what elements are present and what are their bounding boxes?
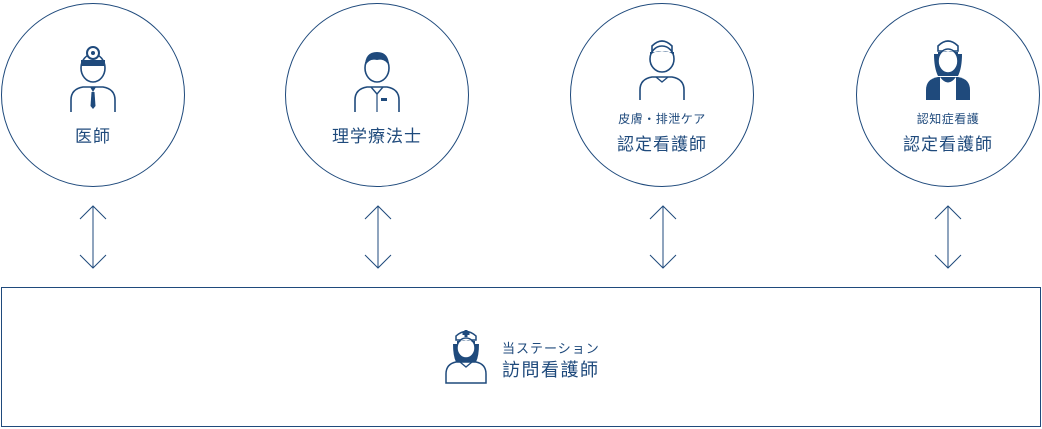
dementia-nurse-icon [926,40,970,100]
partner-node-physical-therapist: 理学療法士 [285,3,469,187]
partner-node-doctor: 医師 [1,3,185,187]
double-arrow-icon [934,205,962,269]
station-box: 当ステーション 訪問看護師 [1,287,1041,427]
doctor-icon [70,46,116,112]
partner-label-main: 医師 [75,127,111,147]
partner-node-wound-ostomy-nurse: 皮膚・排泄ケア 認定看護師 [570,3,754,187]
wound-ostomy-nurse-icon [639,40,685,100]
partner-label-sub: 皮膚・排泄ケア [618,112,706,126]
partner-node-dementia-nurse: 認知症看護 認定看護師 [856,3,1040,187]
station-label-sub: 当ステーション [502,342,600,357]
double-arrow-icon [364,205,392,269]
station-label-main: 訪問看護師 [502,360,600,381]
double-arrow-icon [79,205,107,269]
physical-therapist-icon [354,52,400,112]
partner-label-sub: 認知症看護 [916,112,980,126]
partner-label-main: 理学療法士 [332,127,422,147]
partner-label-main: 認定看護師 [617,135,707,155]
visiting-nurse-icon [445,330,487,384]
double-arrow-icon [649,205,677,269]
partner-label-main: 認定看護師 [903,135,993,155]
